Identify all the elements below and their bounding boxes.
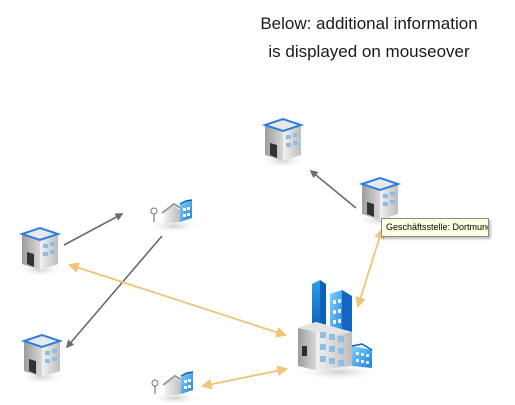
data-arrow-hq-dortmund: [355, 227, 385, 309]
link-arrow-office-to-house: [63, 213, 124, 246]
office-building-icon[interactable]: [17, 334, 67, 385]
data-arrow-hq-office-left: [67, 262, 288, 338]
office-building-icon[interactable]: [258, 118, 308, 169]
house-icon[interactable]: [147, 199, 201, 234]
connector-arrows: [63, 169, 385, 390]
link-arrow-house-to-office: [65, 235, 163, 349]
data-arrow-hq-house-bottom: [200, 365, 289, 390]
office-building-icon[interactable]: [15, 227, 65, 278]
house-icon[interactable]: [148, 371, 202, 405]
caption-line-1: Below: additional information: [260, 14, 478, 33]
hover-tooltip: Geschäftsstelle: Dortmund: [381, 218, 489, 237]
caption-line-2: is displayed on mouseover: [268, 42, 470, 61]
link-arrow-dortmund-to-office: [309, 169, 357, 209]
caption: Below: additional information is display…: [224, 10, 514, 66]
headquarters-icon[interactable]: [292, 280, 384, 381]
